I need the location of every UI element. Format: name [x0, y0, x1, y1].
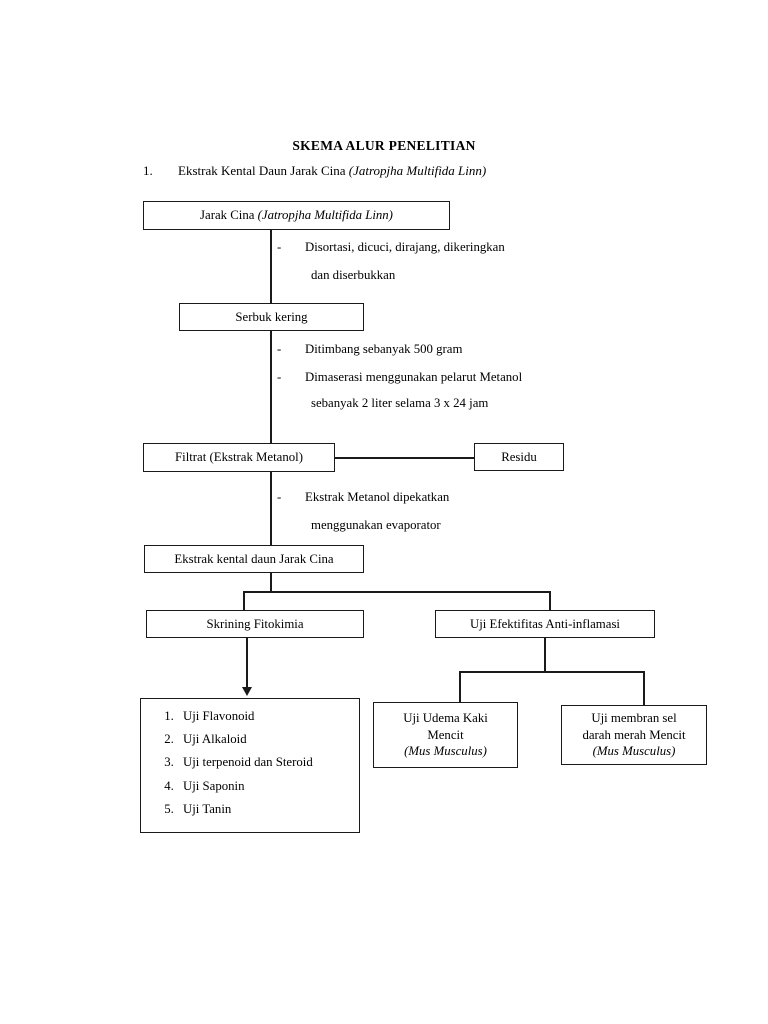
connector-filtrat-residu	[335, 457, 474, 459]
page-title: SKEMA ALUR PENELITIAN	[292, 138, 476, 153]
connector-ekstrak-down	[270, 573, 272, 592]
node-serbuk-kering[interactable]: Serbuk kering	[179, 303, 364, 331]
node-phytochemical-test-list[interactable]: Uji Flavonoid Uji Alkaloid Uji terpenoid…	[140, 698, 360, 833]
section-heading-italic: (Jatropjha Multifida Linn)	[348, 163, 487, 178]
connector-skrining-list	[246, 638, 248, 688]
connector-bus-to-udema	[459, 671, 461, 702]
annotation-step-2-line-b: Dimaserasi menggunakan pelarut Metanol	[305, 370, 523, 384]
node-uji-membran-line2: darah merah Mencit	[582, 727, 686, 742]
node-filtrat-label: Filtrat (Ekstrak Metanol)	[175, 450, 303, 465]
annotation-step-1-line2: dan diserbukkan	[311, 268, 396, 282]
annotation-step-2-line-b2: sebanyak 2 liter selama 3 x 24 jam	[311, 396, 489, 410]
node-uji-membran-sel[interactable]: Uji membran sel darah merah Mencit (Mus …	[561, 705, 707, 765]
connector-ujiefek-bus	[459, 671, 644, 673]
node-jarak-cina[interactable]: Jarak Cina (Jatropjha Multifida Linn)	[143, 201, 450, 230]
node-uji-membran-species: (Mus Musculus)	[592, 744, 676, 759]
node-skrining-fitokimia[interactable]: Skrining Fitokimia	[146, 610, 364, 638]
connector-bus-to-skrining	[243, 591, 245, 610]
arrowhead-skrining-list	[242, 687, 252, 696]
list-item: Uji Tanin	[177, 802, 359, 817]
annotation-step-2-bullet-b: -	[277, 370, 282, 384]
connector-jarakcina-serbuk	[270, 230, 272, 303]
node-skrining-fitokimia-label: Skrining Fitokimia	[206, 616, 304, 631]
connector-filtrat-ekstrak	[270, 472, 272, 545]
node-residu[interactable]: Residu	[474, 443, 564, 471]
node-filtrat[interactable]: Filtrat (Ekstrak Metanol)	[143, 443, 335, 472]
section-heading: Ekstrak Kental Daun Jarak Cina (Jatropjh…	[178, 163, 486, 179]
node-residu-label: Residu	[501, 449, 537, 464]
node-uji-efektifitas-label: Uji Efektifitas Anti-inflamasi	[470, 616, 620, 631]
phytochemical-test-list: Uji Flavonoid Uji Alkaloid Uji terpenoid…	[141, 699, 359, 817]
node-uji-udema-line1: Uji Udema Kaki	[403, 710, 488, 725]
section-heading-plain: Ekstrak Kental Daun Jarak Cina	[178, 163, 349, 178]
annotation-step-3: - Ekstrak Metanol dipekatkan menggunakan…	[277, 491, 597, 541]
list-item: Uji terpenoid dan Steroid	[177, 755, 359, 770]
annotation-step-2-line-a: Ditimbang sebanyak 500 gram	[305, 342, 463, 356]
node-ekstrak-kental[interactable]: Ekstrak kental daun Jarak Cina	[144, 545, 364, 573]
list-item: Uji Alkaloid	[177, 732, 359, 747]
connector-bus-to-ujiefek	[549, 591, 551, 610]
section-number: 1.	[143, 163, 153, 178]
connector-bus-to-membran	[643, 671, 645, 705]
node-ekstrak-kental-label: Ekstrak kental daun Jarak Cina	[174, 551, 334, 566]
node-uji-efektifitas[interactable]: Uji Efektifitas Anti-inflamasi	[435, 610, 655, 638]
annotation-step-3-line2: menggunakan evaporator	[311, 518, 441, 532]
annotation-step-1-bullet: -	[277, 240, 282, 254]
annotation-step-3-line1: Ekstrak Metanol dipekatkan	[305, 490, 450, 504]
node-jarak-cina-label: Jarak Cina (Jatropjha Multifida Linn)	[200, 208, 393, 223]
connector-serbuk-filtrat	[270, 331, 272, 443]
list-item: Uji Saponin	[177, 779, 359, 794]
node-uji-membran-line1: Uji membran sel	[591, 710, 677, 725]
node-serbuk-kering-label: Serbuk kering	[235, 309, 308, 324]
annotation-step-2: - Ditimbang sebanyak 500 gram - Dimasera…	[277, 343, 617, 415]
node-uji-udema-line2: Mencit	[427, 727, 464, 742]
annotation-step-2-bullet-a: -	[277, 342, 282, 356]
annotation-step-3-bullet: -	[277, 490, 282, 504]
node-uji-udema-species: (Mus Musculus)	[404, 744, 487, 759]
node-uji-udema-kaki[interactable]: Uji Udema Kaki Mencit (Mus Musculus)	[373, 702, 518, 768]
connector-ujiefek-down	[544, 638, 546, 672]
annotation-step-1: - Disortasi, dicuci, dirajang, dikeringk…	[277, 241, 597, 291]
list-item: Uji Flavonoid	[177, 709, 359, 724]
annotation-step-1-line1: Disortasi, dicuci, dirajang, dikeringkan	[305, 240, 505, 254]
connector-split-bus	[243, 591, 550, 593]
